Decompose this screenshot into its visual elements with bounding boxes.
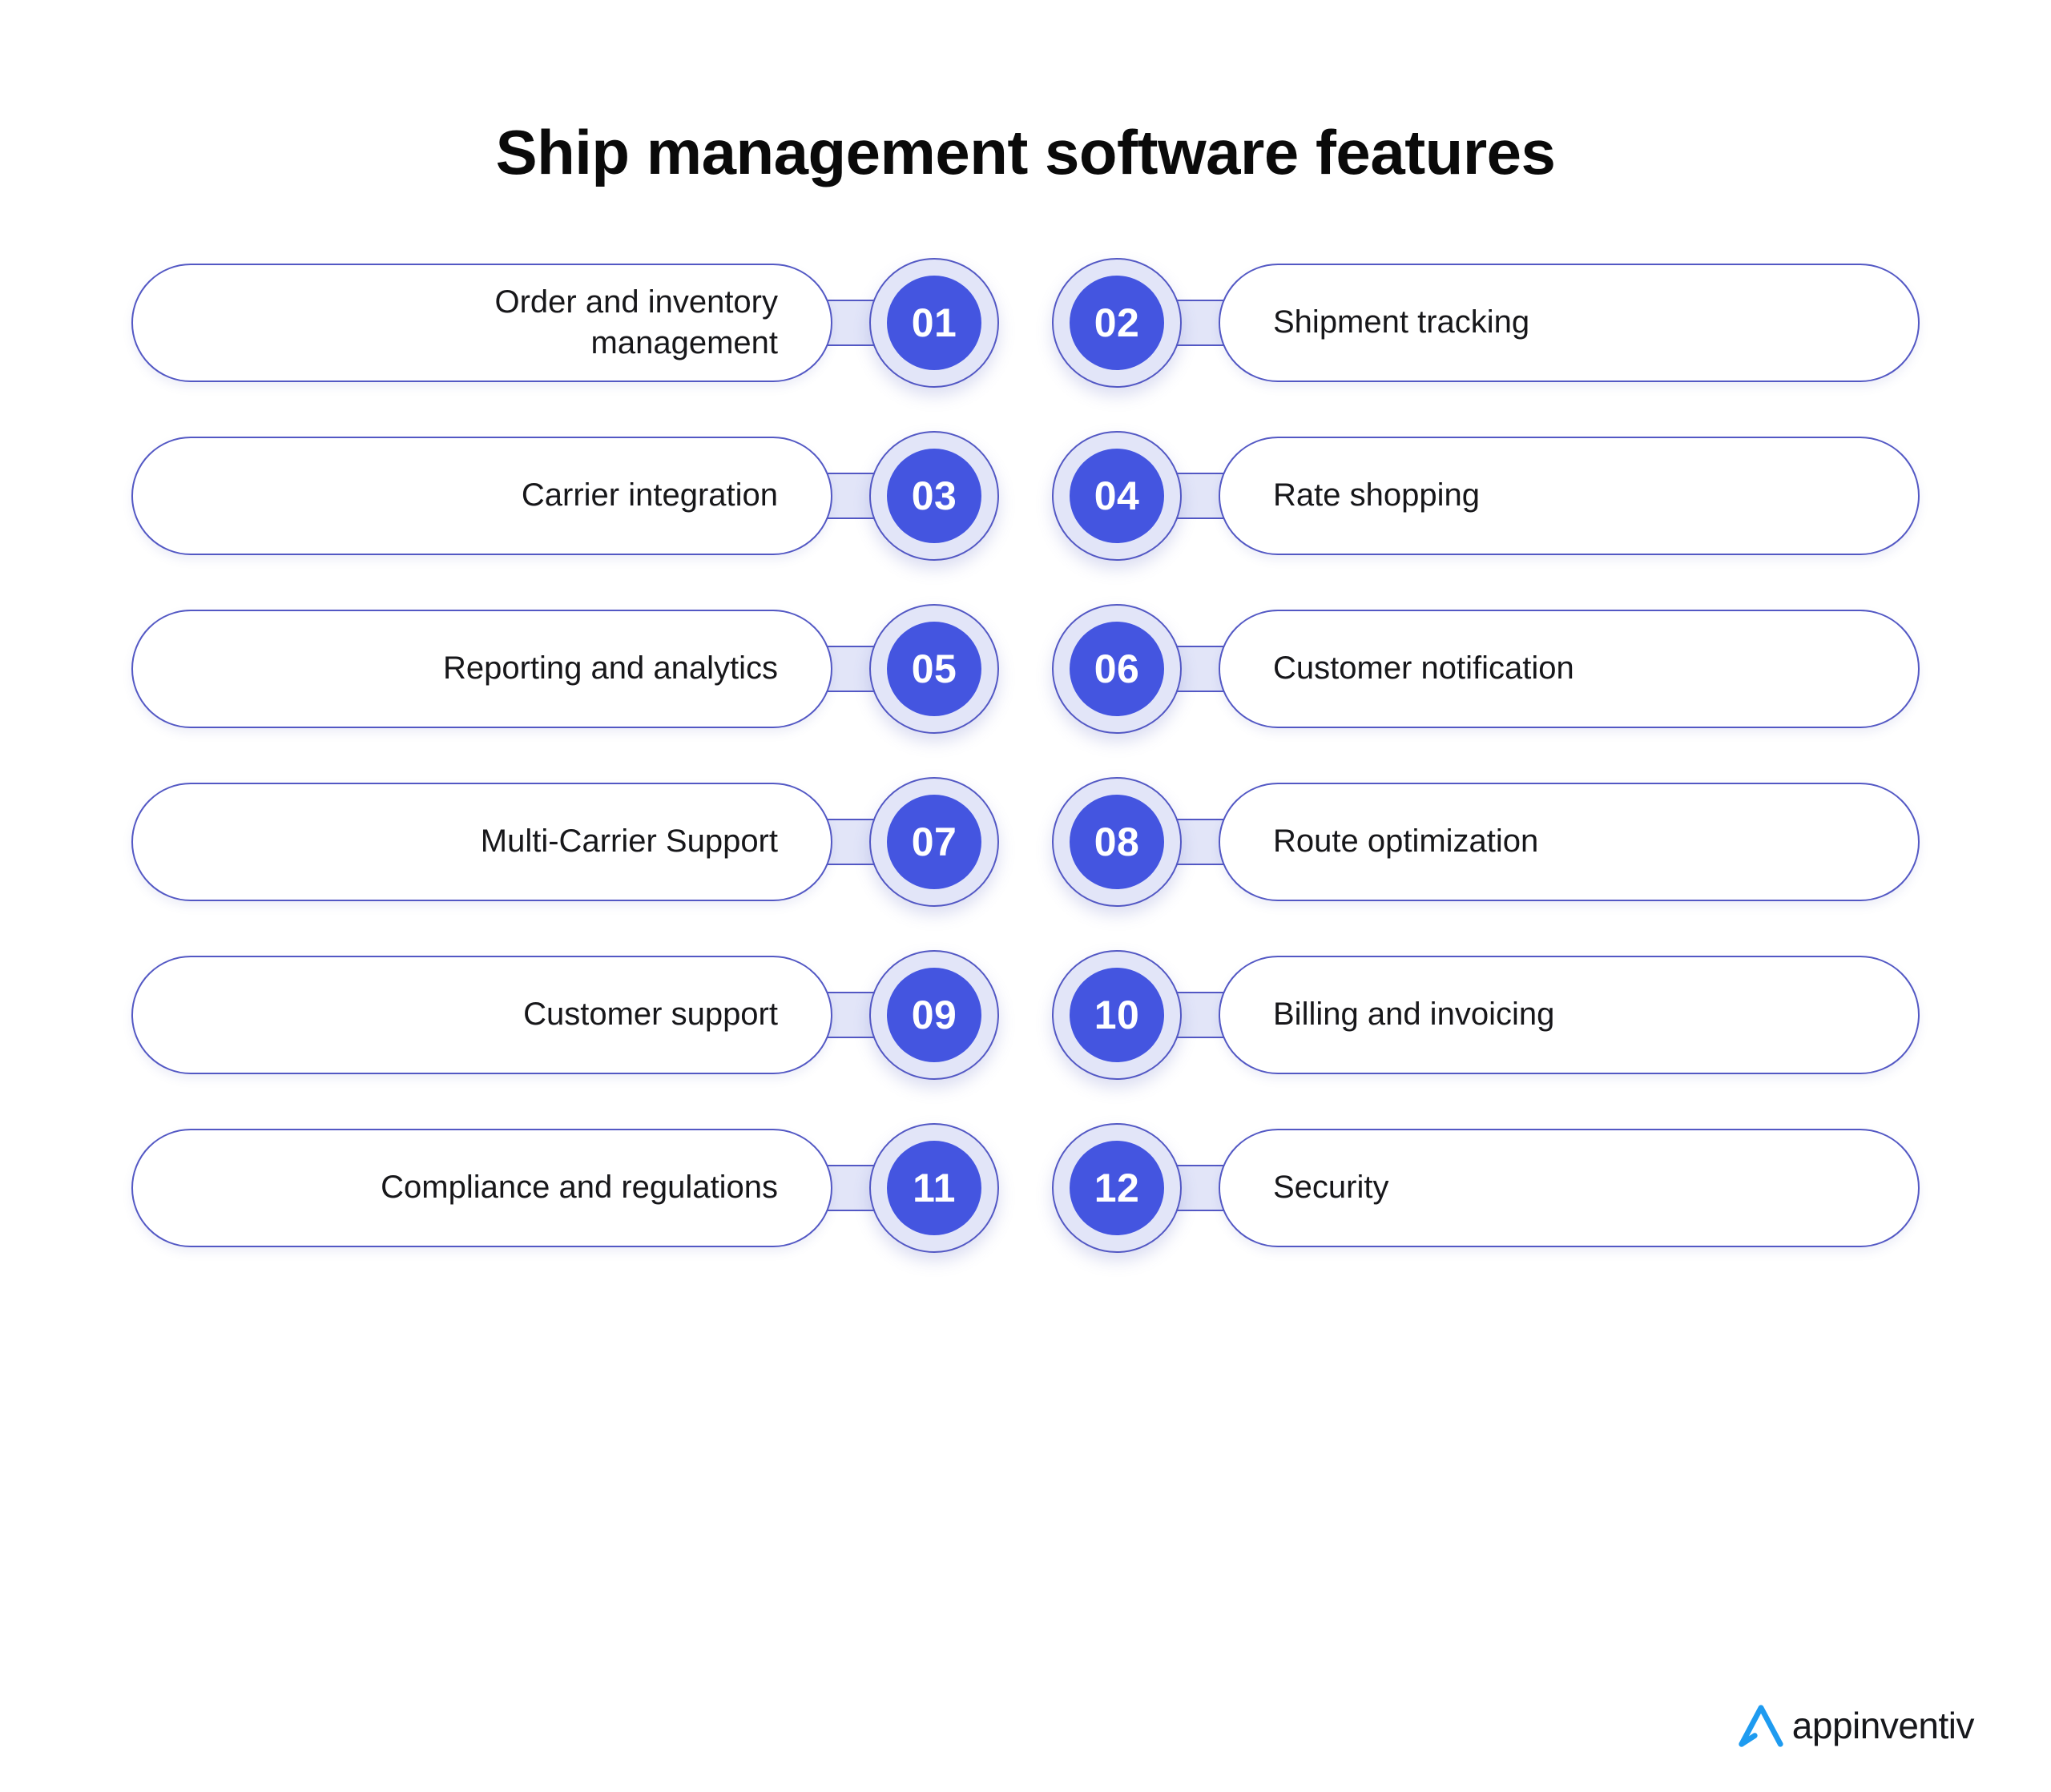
badge-inner-circle: 04 [1070,449,1164,544]
badge-number: 12 [1094,1166,1140,1211]
feature-item-02[interactable]: 02 Shipment tracking [1052,258,1920,389]
feature-item-05[interactable]: Reporting and analytics 05 [131,604,999,735]
badge-number: 11 [913,1166,956,1211]
feature-card[interactable]: Rate shopping [1219,437,1920,556]
badge-inner-circle: 08 [1070,795,1164,890]
feature-item-10[interactable]: 10 Billing and invoicing [1052,950,1920,1081]
feature-label: Shipment tracking [1273,304,1530,340]
badge-number: 07 [911,819,957,865]
feature-label: Rate shopping [1273,477,1480,513]
feature-card[interactable]: Billing and invoicing [1219,956,1920,1075]
feature-row: Order and inventory management 01 02 Shipme… [0,258,2051,389]
badge-inner-circle: 01 [887,276,981,371]
badge-inner-circle: 02 [1070,276,1164,371]
feature-card[interactable]: Carrier integration [131,437,832,556]
feature-item-11[interactable]: Compliance and regulations 11 [131,1123,999,1254]
feature-item-03[interactable]: Carrier integration 03 [131,431,999,562]
feature-card[interactable]: Route optimization [1219,783,1920,902]
infographic-page: Ship management software features Order … [0,42,2051,1792]
feature-item-08[interactable]: 08 Route optimization [1052,777,1920,908]
feature-item-07[interactable]: Multi-Carrier Support 07 [131,777,999,908]
feature-card[interactable]: Reporting and analytics [131,610,832,729]
badge-number: 10 [1094,993,1140,1038]
feature-item-06[interactable]: 06 Customer notification [1052,604,1920,735]
feature-card[interactable]: Security [1219,1129,1920,1248]
feature-number-badge[interactable]: 09 [869,950,999,1081]
feature-label: Reporting and analytics [442,650,778,687]
badge-inner-circle: 06 [1070,622,1164,717]
feature-card[interactable]: Customer notification [1219,610,1920,729]
page-title: Ship management software features [495,117,1556,188]
feature-label: Route optimization [1273,824,1539,860]
feature-card[interactable]: Multi-Carrier Support [131,783,832,902]
badge-inner-circle: 05 [887,622,981,717]
badge-number: 01 [911,300,957,346]
feature-row: Compliance and regulations 11 12 Security [0,1123,2051,1254]
feature-label: Security [1273,1170,1389,1206]
badge-number: 06 [1094,646,1140,692]
feature-label: Customer support [523,997,778,1033]
feature-number-badge[interactable]: 11 [869,1123,999,1254]
feature-card[interactable]: Shipment tracking [1219,264,1920,383]
appinventiv-arrow-logo-icon [1736,1701,1786,1750]
feature-row: Carrier integration 03 04 Rate shopping [0,431,2051,562]
feature-number-badge[interactable]: 03 [869,431,999,562]
badge-inner-circle: 09 [887,968,981,1063]
feature-item-09[interactable]: Customer support 09 [131,950,999,1081]
feature-number-badge[interactable]: 07 [869,777,999,908]
feature-card[interactable]: Order and inventory management [131,264,832,383]
feature-label: Compliance and regulations [381,1170,778,1206]
feature-label: Order and inventory management [494,284,778,361]
badge-number: 09 [911,993,957,1038]
feature-label: Carrier integration [521,477,778,513]
badge-inner-circle: 07 [887,795,981,890]
badge-inner-circle: 12 [1070,1141,1164,1236]
feature-number-badge[interactable]: 08 [1052,777,1182,908]
feature-item-04[interactable]: 04 Rate shopping [1052,431,1920,562]
feature-number-badge[interactable]: 01 [869,258,999,389]
badge-number: 08 [1094,819,1140,865]
feature-label: Billing and invoicing [1273,997,1555,1033]
badge-number: 03 [911,473,957,519]
feature-label: Customer notification [1273,650,1574,687]
logo-wordmark: appinventiv [1791,1705,1975,1747]
badge-number: 04 [1094,473,1140,519]
badge-inner-circle: 11 [887,1141,981,1236]
feature-card[interactable]: Compliance and regulations [131,1129,832,1248]
feature-number-badge[interactable]: 05 [869,604,999,735]
feature-item-12[interactable]: 12 Security [1052,1123,1920,1254]
badge-number: 02 [1094,300,1140,346]
badge-inner-circle: 10 [1070,968,1164,1063]
feature-number-badge[interactable]: 02 [1052,258,1182,389]
badge-number: 05 [911,646,957,692]
brand-logo: appinventiv [1736,1701,1975,1750]
feature-row: Multi-Carrier Support 07 08 Route optimizat… [0,777,2051,908]
feature-number-badge[interactable]: 04 [1052,431,1182,562]
feature-number-badge[interactable]: 06 [1052,604,1182,735]
feature-row: Customer support 09 10 Billing and invoicin… [0,950,2051,1081]
features-grid: Order and inventory management 01 02 Shipme… [0,258,2051,1254]
badge-inner-circle: 03 [887,449,981,544]
feature-card[interactable]: Customer support [131,956,832,1075]
feature-item-01[interactable]: Order and inventory management 01 [131,258,999,389]
feature-number-badge[interactable]: 10 [1052,950,1182,1081]
feature-number-badge[interactable]: 12 [1052,1123,1182,1254]
feature-label: Multi-Carrier Support [480,824,778,860]
feature-row: Reporting and analytics 05 06 Customer noti… [0,604,2051,735]
